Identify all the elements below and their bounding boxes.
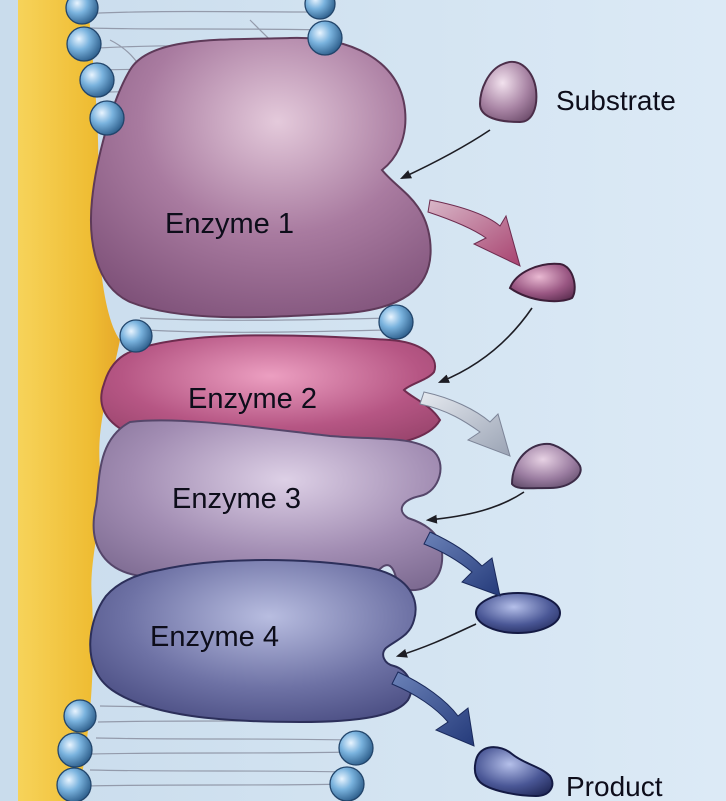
enzyme-4-label: Enzyme 4 xyxy=(150,621,279,653)
product-label: Product xyxy=(566,771,663,801)
substrate-label: Substrate xyxy=(556,85,676,116)
enzyme-2-label: Enzyme 2 xyxy=(188,383,317,415)
intermediate-3-molecule xyxy=(476,593,560,633)
enzyme-1-shape xyxy=(91,38,431,317)
enzyme-3-label: Enzyme 3 xyxy=(172,483,301,515)
enzyme-1-label: Enzyme 1 xyxy=(165,208,294,240)
